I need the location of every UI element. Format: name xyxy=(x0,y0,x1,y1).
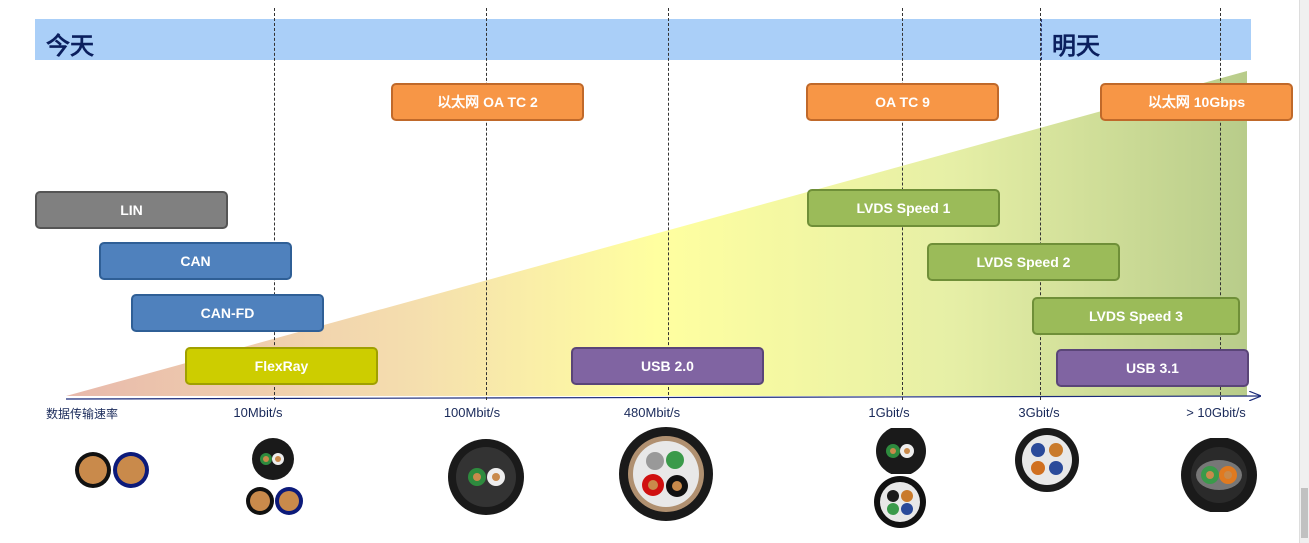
box-can: CAN xyxy=(99,242,292,280)
box-flexray: FlexRay xyxy=(185,347,378,385)
shielded-pair-cable-icon xyxy=(448,439,524,515)
box-usb-3-1: USB 3.1 xyxy=(1056,349,1249,387)
scrollbar-thumb[interactable] xyxy=(1301,488,1308,538)
guide-10mbit xyxy=(274,8,275,400)
lvds-quad-cable-icon xyxy=(874,476,926,528)
single-pair-cable-icon xyxy=(252,438,294,480)
tick-label: 480Mbit/s xyxy=(623,405,681,420)
tick-label: 10Mbit/s xyxy=(233,405,283,420)
box-ethernet-oa-tc2: 以太网 OA TC 2 xyxy=(391,83,584,121)
tick-label: 3Gbit/s xyxy=(1018,405,1060,420)
axis-arrow xyxy=(65,396,1260,399)
tick-label: > 10Gbit/s xyxy=(1186,405,1246,420)
tick-label: 1Gbit/s xyxy=(868,405,910,420)
tomorrow-label: 明天 xyxy=(1052,33,1100,60)
lvds-cable-icon xyxy=(876,428,926,474)
coax-10g-cable-icon xyxy=(1181,438,1257,512)
box-lin: LIN xyxy=(35,191,228,229)
box-oa-tc9: OA TC 9 xyxy=(806,83,999,121)
guide-480mbit xyxy=(668,8,669,400)
tick-label: 100Mbit/s xyxy=(443,405,501,420)
box-lvds-speed-1: LVDS Speed 1 xyxy=(807,189,1000,227)
timeline-banner xyxy=(35,19,1251,60)
box-ethernet-10gbps: 以太网 10Gbps xyxy=(1100,83,1293,121)
twisted-pair-small-cable-icon xyxy=(246,487,303,515)
box-usb-2-0: USB 2.0 xyxy=(571,347,764,385)
usb2-cable-icon xyxy=(619,427,713,521)
axis-title: 数据传输速率 xyxy=(46,407,119,421)
ramp-triangle xyxy=(66,71,1247,396)
guide-10gbit xyxy=(1220,8,1221,400)
guide-3gbit xyxy=(1040,8,1041,400)
vertical-scrollbar[interactable] xyxy=(1299,0,1309,543)
twisted-pair-cable-icon xyxy=(75,452,149,488)
guide-100mbit xyxy=(486,8,487,400)
quad-cable-icon xyxy=(1015,428,1079,492)
banner-divider xyxy=(1041,19,1042,60)
box-lvds-speed-3: LVDS Speed 3 xyxy=(1032,297,1240,335)
box-lvds-speed-2: LVDS Speed 2 xyxy=(927,243,1120,281)
box-can-fd: CAN-FD xyxy=(131,294,324,332)
today-label: 今天 xyxy=(46,33,94,60)
